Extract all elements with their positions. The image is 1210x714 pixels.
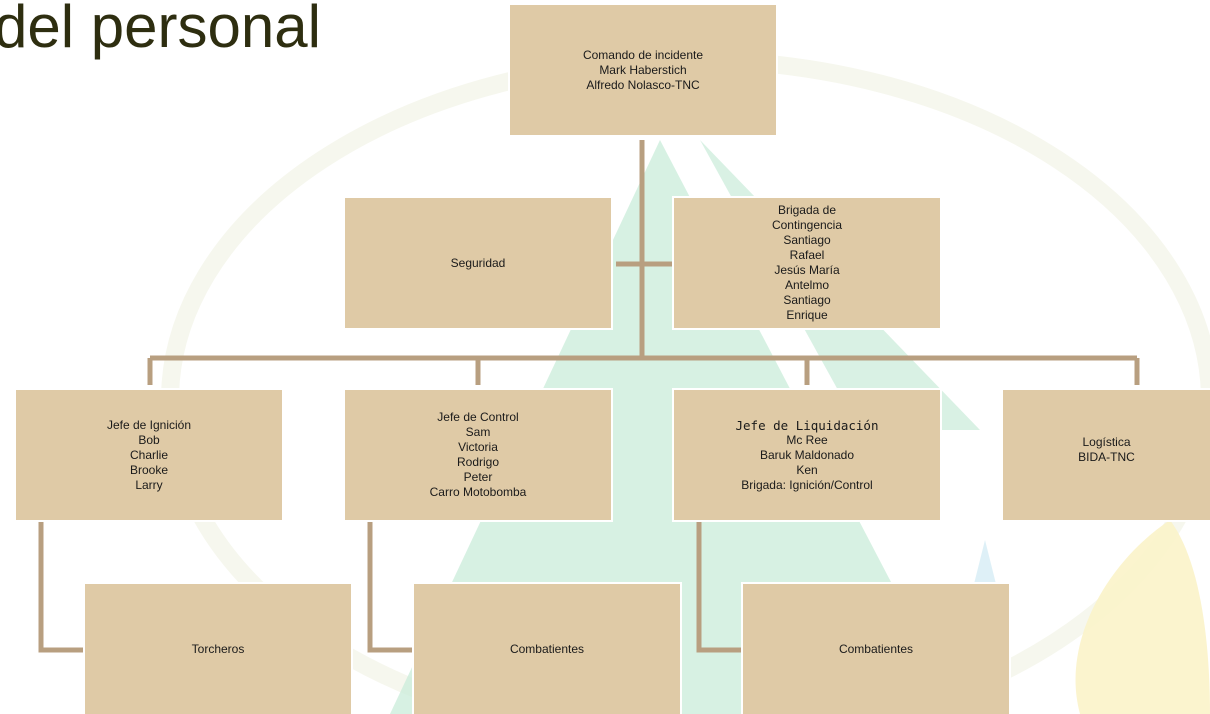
liquidation-chief-title: Jefe de Liquidación: [735, 418, 879, 433]
combatants-control-title: Combatientes: [509, 641, 585, 656]
safety-title: Seguridad: [450, 255, 506, 270]
liquidation-member: Brigada: Ignición/Control: [741, 478, 873, 492]
slide-title: del personal: [0, 0, 321, 60]
control-member: Peter: [463, 470, 493, 484]
combatants-liquidation-box: Combatientes: [743, 584, 1009, 714]
combatants-control-box: Combatientes: [414, 584, 680, 714]
liquidation-member: Ken: [796, 463, 818, 477]
connector-combatants-control: [367, 520, 414, 653]
safety-box: Seguridad: [345, 198, 611, 328]
control-member: Carro Motobomba: [429, 485, 527, 499]
ignition-chief-box: Jefe de Ignición Bob Charlie Brooke Larr…: [16, 390, 282, 520]
torcheros-title: Torcheros: [191, 641, 245, 656]
liquidation-member: Mc Ree: [786, 433, 828, 447]
torcheros-box: Torcheros: [85, 584, 351, 714]
contingency-member: Rafael: [789, 248, 825, 262]
combatants-liquidation-title: Combatientes: [838, 641, 914, 656]
control-member: Victoria: [458, 440, 498, 454]
commander-name-2: Alfredo Nolasco-TNC: [586, 78, 700, 92]
contingency-member: Santiago: [783, 293, 831, 307]
watermark-flame-shape: [1075, 520, 1210, 714]
ignition-member: Bob: [138, 433, 160, 447]
contingency-member: Jesús María: [774, 263, 840, 277]
contingency-member: Enrique: [786, 308, 828, 322]
control-chief-title: Jefe de Control: [437, 410, 519, 424]
ignition-member: Larry: [135, 478, 163, 492]
connector-combatants-liquidation: [696, 520, 743, 653]
contingency-member: Antelmo: [784, 278, 830, 292]
liquidation-chief-box: Jefe de Liquidación Mc Ree Baruk Maldona…: [674, 390, 940, 520]
contingency-title-2: Contingencia: [771, 218, 843, 232]
logistics-member: BIDA-TNC: [1078, 450, 1135, 464]
ignition-chief-title: Jefe de Ignición: [106, 418, 192, 432]
logistics-box: Logística BIDA-TNC: [1003, 390, 1210, 520]
connector-torcheros: [38, 520, 85, 653]
contingency-member: Santiago: [783, 233, 831, 247]
commander-box: Comando de incidente Mark Haberstich Alf…: [510, 5, 776, 135]
control-member: Sam: [465, 425, 491, 439]
commander-name-1: Mark Haberstich: [599, 63, 687, 77]
control-chief-box: Jefe de Control Sam Victoria Rodrigo Pet…: [345, 390, 611, 520]
ignition-member: Charlie: [129, 448, 168, 462]
liquidation-member: Baruk Maldonado: [759, 448, 855, 462]
contingency-title-1: Brigada de: [777, 203, 837, 217]
contingency-box: Brigada de Contingencia Santiago Rafael …: [674, 198, 940, 328]
control-member: Rodrigo: [456, 455, 500, 469]
ignition-member: Brooke: [129, 463, 169, 477]
commander-title: Comando de incidente: [582, 48, 704, 62]
logistics-title: Logística: [1082, 435, 1131, 449]
